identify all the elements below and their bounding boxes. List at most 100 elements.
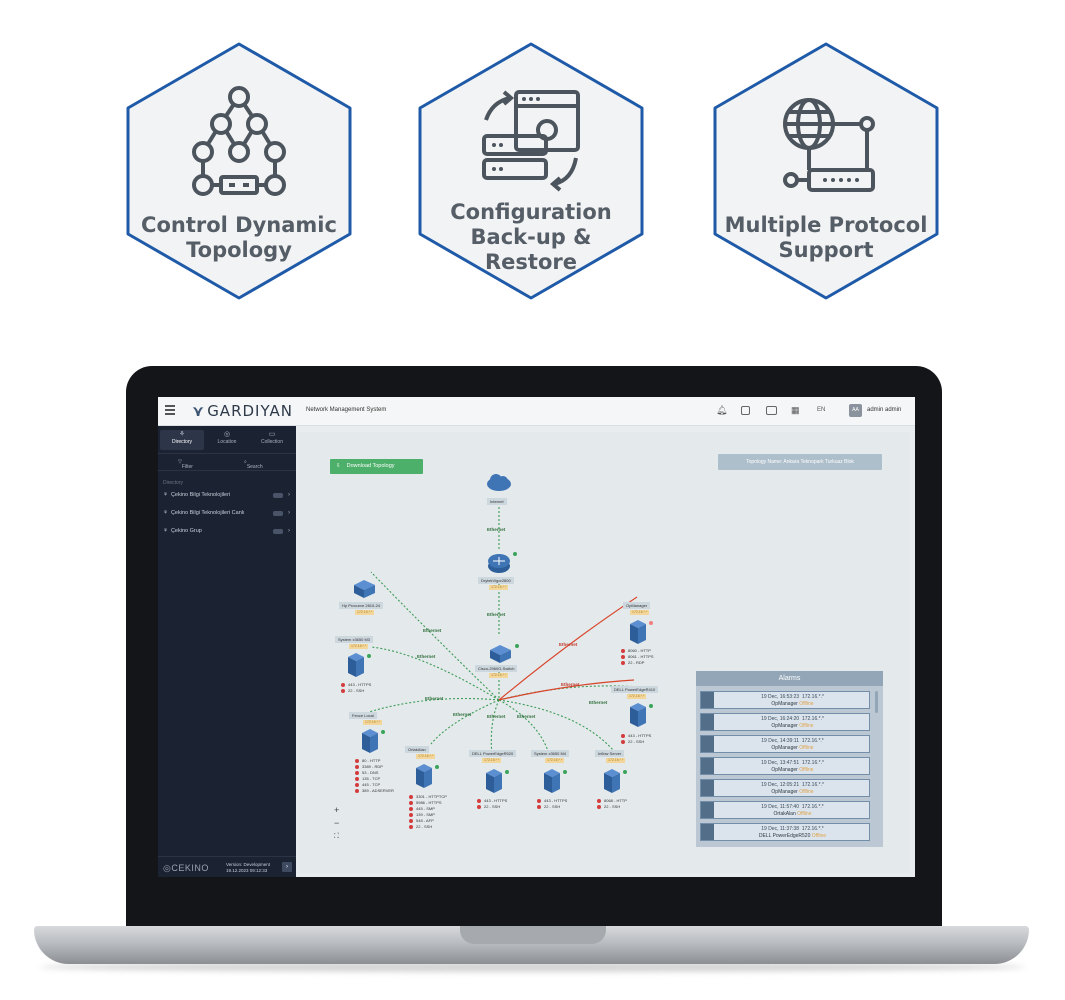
grid-icon[interactable]: ▦ xyxy=(791,405,800,415)
search-button[interactable]: ⌕ Search xyxy=(244,459,263,470)
hierarchy-icon: ⚘ xyxy=(163,510,168,516)
menu-icon[interactable] xyxy=(165,405,175,407)
feature-multi-protocol: Multiple Protocol Support xyxy=(709,40,943,302)
alarm-item[interactable]: 19 Dec, 13:47:51 172.16.*.*OpManager Off… xyxy=(700,757,870,775)
app-logo[interactable]: ⋎GARDIYAN xyxy=(192,402,293,420)
brand-logo: ◎CEKINO xyxy=(163,863,209,873)
node-label: OpManager xyxy=(623,602,651,609)
service-list: 443 - HTTPS 22 - SSH xyxy=(477,798,507,810)
top-bar: ⋎GARDIYAN Network Management System 🔔︎ ▦… xyxy=(158,397,915,426)
edge-label: Ethernet xyxy=(487,527,506,532)
alarm-icon xyxy=(701,802,714,818)
count-badge xyxy=(273,511,283,516)
alarm-item[interactable]: 19 Dec, 11:37:38 172.16.*.*DELL PowerEdg… xyxy=(700,823,870,841)
node-ip: 172.16.*.* xyxy=(416,754,436,759)
node-core-switch[interactable] xyxy=(487,644,513,669)
language-selector[interactable]: EN xyxy=(817,407,826,413)
tab-location[interactable]: ◎Location xyxy=(205,430,249,450)
feature-caption-line: Control Dynamic xyxy=(141,213,337,237)
node-server[interactable] xyxy=(629,702,647,733)
hierarchy-icon: ⚘ xyxy=(163,492,168,498)
chevron-right-icon[interactable]: › xyxy=(288,492,290,498)
switch-icon xyxy=(354,580,375,598)
feature-caption-line: Topology xyxy=(186,238,292,262)
node-server[interactable] xyxy=(485,768,503,799)
user-name[interactable]: admin admin xyxy=(867,407,902,413)
node-label: Cisco-2960G-Switch xyxy=(475,665,518,672)
alarm-item[interactable]: 19 Dec, 12:05:21 172.16.*.*OpManager Off… xyxy=(700,779,870,797)
node-server[interactable] xyxy=(347,652,365,683)
tab-directory[interactable]: ⚘Directory xyxy=(160,430,204,450)
alarms-title: Alarms xyxy=(696,671,883,686)
feature-caption-line: Restore xyxy=(485,250,577,274)
node-label: System x3650 M3 xyxy=(335,636,374,643)
tab-collection[interactable]: ▭Collection xyxy=(250,430,294,450)
service-list: 8068 - HTTP 22 - SSH xyxy=(597,798,627,810)
alarms-scrollbar[interactable] xyxy=(875,691,878,713)
server-icon xyxy=(416,764,432,788)
tree-item[interactable]: ⚘Çekino Grup› xyxy=(163,528,290,534)
alarm-item[interactable]: 19 Dec, 16:53:23 172.16.*.*OpManager Off… xyxy=(700,691,870,709)
count-badge xyxy=(273,493,283,498)
alarm-item[interactable]: 19 Dec, 16:24:20 172.16.*.*OpManager Off… xyxy=(700,713,870,731)
status-online-icon xyxy=(513,552,517,556)
avatar[interactable]: AA xyxy=(849,404,862,417)
tree-item[interactable]: ⚘Çekino Bilgi Teknolojileri Canlı› xyxy=(163,510,290,516)
node-server[interactable] xyxy=(361,728,379,759)
zoom-in-button[interactable]: + xyxy=(334,805,340,815)
download-topology-button[interactable]: ⇩Download Topology xyxy=(330,459,423,474)
node-hp-switch[interactable] xyxy=(351,579,377,604)
node-label: Internet xyxy=(487,498,507,505)
chevron-right-icon[interactable]: › xyxy=(288,528,290,534)
topology-tree-icon xyxy=(192,86,286,196)
status-offline-icon xyxy=(649,621,653,625)
alarm-item[interactable]: 19 Dec, 14:39:11 172.16.*.*OpManager Off… xyxy=(700,735,870,753)
alarm-icon xyxy=(701,736,714,752)
edge-label: Ethernet xyxy=(487,714,506,719)
feature-caption-line: Multiple Protocol xyxy=(724,213,928,237)
status-online-icon xyxy=(381,730,385,734)
node-ip: 172.16.*.* xyxy=(489,585,509,590)
node-internet[interactable] xyxy=(484,472,514,497)
node-server[interactable] xyxy=(543,768,561,799)
edge-label: Ethernet xyxy=(487,612,506,617)
feature-config-backup: Configuration Back-up & Restore xyxy=(414,40,648,302)
node-ip: 172.16.*.* xyxy=(363,720,383,725)
book-icon[interactable] xyxy=(766,406,777,415)
sidebar: ⚘Directory ◎Location ▭Collection ▽ Filte… xyxy=(158,426,296,877)
alarm-icon xyxy=(701,758,714,774)
section-label: Directory xyxy=(163,480,184,486)
alarm-item[interactable]: 19 Dec, 11:57:40 172.16.*.*OrtakAlan Off… xyxy=(700,801,870,819)
service-list: 8060 - HTTP 8061 - HTTPS 22 - RDP xyxy=(621,648,654,666)
node-server[interactable] xyxy=(629,619,647,650)
node-server[interactable] xyxy=(415,763,433,794)
filter-button[interactable]: ▽ Filter xyxy=(178,459,193,470)
hexagon-frame xyxy=(418,42,644,300)
switch-icon xyxy=(490,645,511,663)
server-icon xyxy=(630,703,646,727)
cloud-icon xyxy=(487,474,511,491)
alarm-icon xyxy=(701,714,714,730)
collapse-sidebar-button[interactable]: › xyxy=(282,862,292,872)
node-server[interactable] xyxy=(603,768,621,799)
edge-label: Ethernet xyxy=(561,682,580,687)
server-icon xyxy=(604,769,620,793)
node-ip: 172.16.*.* xyxy=(482,758,502,763)
node-label: Hp Procurve 2810-24 xyxy=(339,602,384,609)
status-online-icon xyxy=(623,770,627,774)
tree-item[interactable]: ⚘Çekino Bilgi Teknolojileri› xyxy=(163,492,290,498)
edge-label: Ethernet xyxy=(425,696,444,701)
zoom-out-button[interactable]: − xyxy=(334,818,340,828)
bell-icon[interactable]: 🔔︎ xyxy=(716,405,728,415)
fit-view-button[interactable]: ⛶ xyxy=(334,833,339,840)
server-icon xyxy=(544,769,560,793)
node-router[interactable] xyxy=(487,552,511,579)
node-label: OrtakAlan xyxy=(405,746,429,753)
clipboard-icon[interactable] xyxy=(741,406,750,415)
node-ip: 172.16.*.* xyxy=(630,610,650,615)
edge-label: Ethernet xyxy=(559,642,578,647)
backup-restore-icon xyxy=(482,90,580,192)
topology-canvas[interactable]: ⇩Download Topology Topology Name: Ankara… xyxy=(299,432,910,873)
chevron-right-icon[interactable]: › xyxy=(288,510,290,516)
